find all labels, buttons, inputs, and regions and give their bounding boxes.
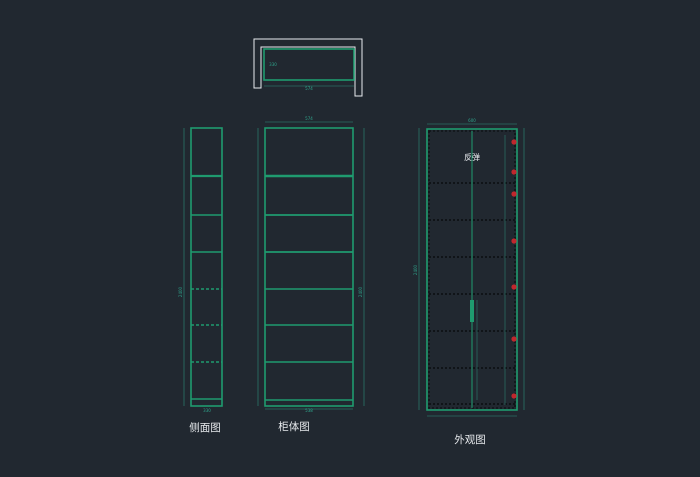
body-view-inner-width-dim: 538 [305,408,313,413]
body-view-frame [264,127,354,407]
top-view-outline [253,38,363,97]
top-view: 574 330 [253,38,363,97]
door-handle [470,300,474,322]
side-view-depth-dim: 330 [203,408,211,413]
body-view: 574 2400 538 柜体图 [257,116,365,433]
exterior-view-label: 外观图 [454,434,486,446]
hinge-icon [511,238,517,244]
top-view-width-dim: 574 [305,86,313,91]
exterior-view-height-dim: 2400 [413,264,418,275]
exterior-view-frame [426,128,518,411]
exterior-view: 600 2400 反弹 外观图 [413,118,525,446]
hinge-icon [511,336,517,342]
side-view: 2400 330 侧面图 [178,127,223,434]
exterior-view-width-dim: 600 [468,118,476,123]
door-note: 反弹 [464,152,480,162]
side-view-height-dim: 2400 [178,286,183,297]
body-view-width-dim: 574 [305,116,313,121]
body-view-height-dim: 2400 [358,286,363,297]
hinge-icon [511,139,517,145]
hinges [511,139,517,399]
side-view-frame [190,127,223,407]
body-view-label: 柜体图 [278,420,310,433]
top-view-cabinet [263,48,355,81]
hinge-icon [511,393,517,399]
hinge-icon [511,169,517,175]
hinge-icon [511,191,517,197]
top-view-depth-dim: 330 [269,62,277,67]
side-view-label: 侧面图 [189,421,221,434]
hinge-icon [511,284,517,290]
